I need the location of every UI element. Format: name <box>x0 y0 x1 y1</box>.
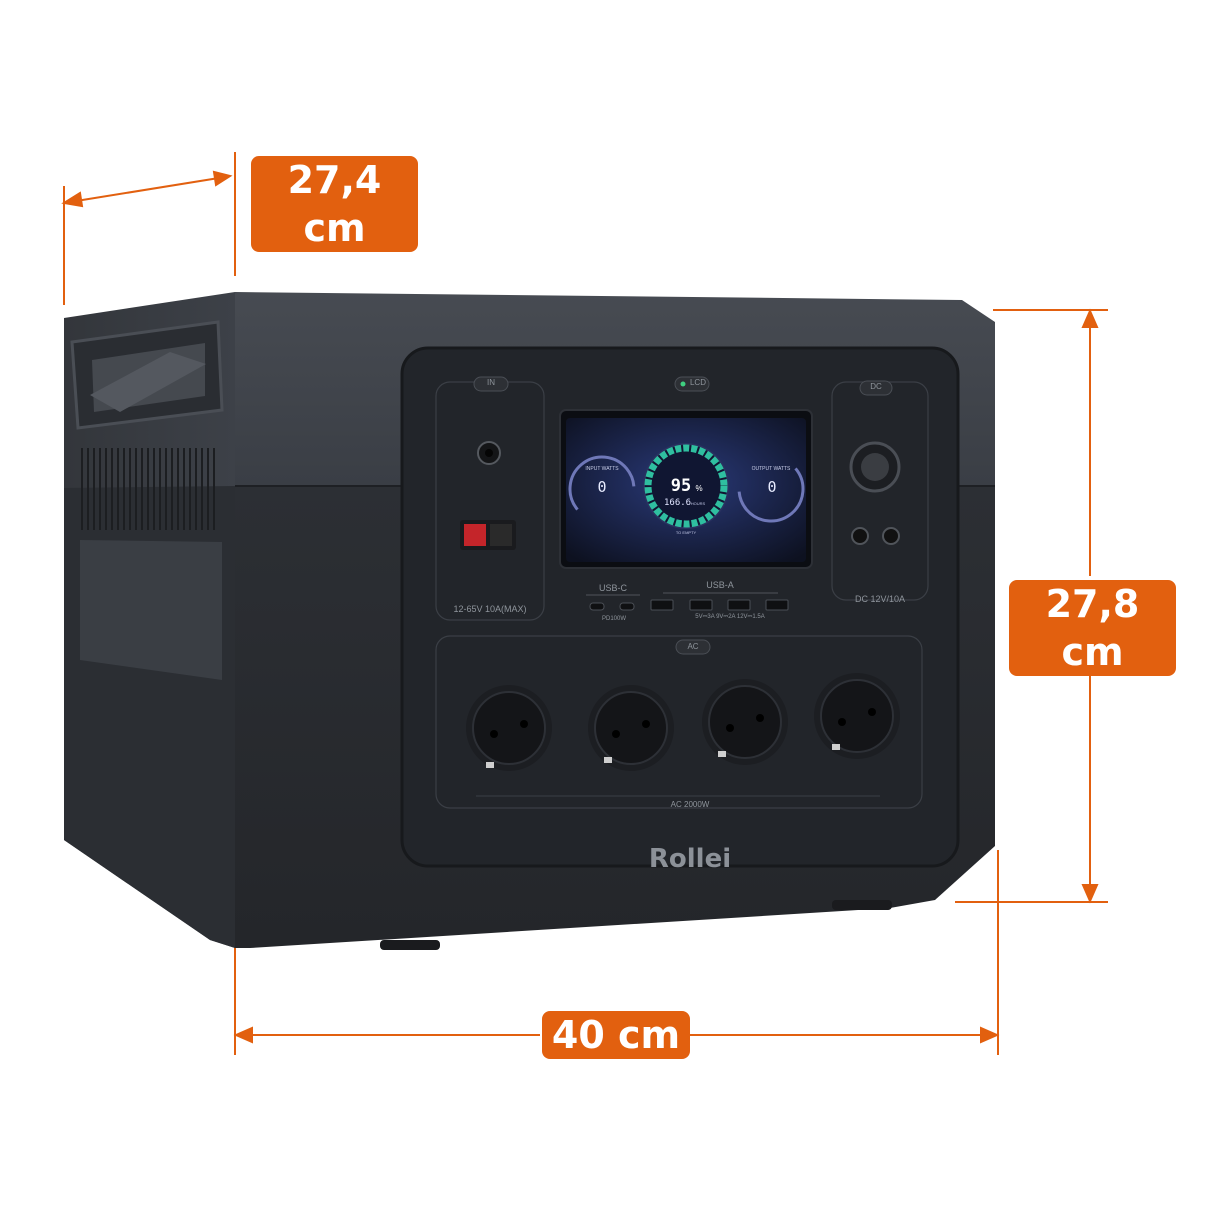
usb-a-spec: 5V⎓3A 9V⎓2A 12V⎓1.5A <box>695 614 765 620</box>
ac-spec-label: AC 2000W <box>670 800 710 809</box>
depth-dimension-badge: 27,4 cm <box>251 156 418 252</box>
lcd-button-label: LCD <box>689 378 706 387</box>
input-spec-label: 12-65V 10A(MAX) <box>453 604 527 614</box>
input-watts-value: 0 <box>597 478 607 496</box>
usb-c-label: USB-C <box>598 583 627 593</box>
side-vents <box>81 448 215 530</box>
remaining-time-unit: HOURS <box>690 501 706 506</box>
dimension-lines <box>61 152 1108 1055</box>
input-watts-title: INPUT WATTS <box>585 466 619 472</box>
usb-a-label: USB-A <box>706 580 734 590</box>
input-button-label: IN <box>487 378 495 387</box>
battery-percent-value: 95 <box>670 476 692 496</box>
width-dimension-badge: 40 cm <box>542 1011 690 1059</box>
dc-button-label: DC <box>870 382 882 391</box>
height-dimension-badge: 27,8 cm <box>1009 580 1176 676</box>
ac-sockets <box>466 673 900 771</box>
battery-percent-sign: % <box>695 484 703 493</box>
screen-status-text: TO EMPTY <box>675 530 697 535</box>
ac-button-label: AC <box>687 642 699 651</box>
remaining-time-value: 166.6 <box>664 498 692 508</box>
usb-c-spec: PD100W <box>601 616 626 622</box>
output-watts-title: OUTPUT WATTS <box>751 466 791 472</box>
dc-spec-label: DC 12V/10A <box>854 594 906 604</box>
output-watts-value: 0 <box>767 478 777 496</box>
brand-logo: Rollei <box>648 844 732 874</box>
